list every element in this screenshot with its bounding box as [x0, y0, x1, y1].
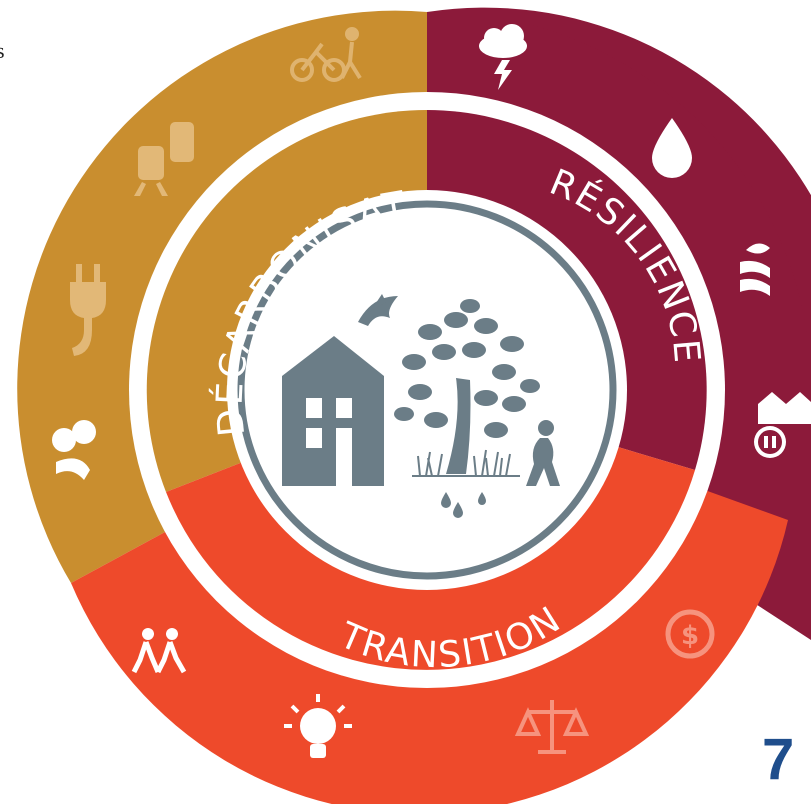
- lightbulb-icon: [284, 694, 352, 758]
- page-number: 7: [762, 727, 795, 792]
- svg-text:$: $: [681, 621, 699, 651]
- person-icon: [526, 420, 560, 486]
- corner-text-fragment: s: [0, 38, 5, 63]
- grass-icon: [412, 449, 520, 477]
- justice-scale-icon: [514, 700, 590, 754]
- cyclist-pedestrian-icon: [290, 27, 362, 82]
- train-bus-icon: [134, 122, 194, 196]
- storm-cloud-icon: [479, 24, 527, 90]
- bird-icon: [358, 294, 398, 326]
- walking-people-icon: [131, 628, 187, 674]
- water-drop-icon: [652, 118, 692, 178]
- electric-plug-icon: [70, 264, 106, 356]
- agriculture-icon: [740, 243, 770, 296]
- dollar-cycle-icon: $: [665, 609, 715, 659]
- community-icon: [754, 392, 811, 458]
- tree-icon: [394, 299, 540, 474]
- water-drops-icon: [441, 492, 486, 518]
- trees-icon: [52, 420, 96, 480]
- center-disc-border: [237, 200, 617, 580]
- house-icon: [282, 336, 384, 486]
